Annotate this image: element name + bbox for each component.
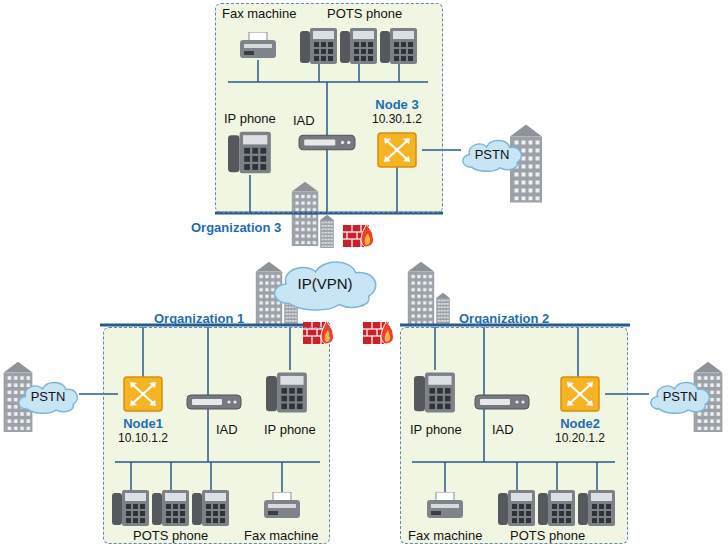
switch-icon bbox=[377, 132, 417, 168]
cloud-label: PSTN bbox=[475, 147, 510, 162]
switch-icon bbox=[560, 376, 600, 412]
ip-phone-icon bbox=[414, 373, 455, 413]
ip-address: 10.10.1.2 bbox=[118, 431, 168, 446]
phone-icon bbox=[380, 28, 417, 64]
cloud-label: PSTN bbox=[663, 389, 698, 404]
cloud-label: PSTN bbox=[31, 389, 66, 404]
iad-icon bbox=[187, 395, 241, 409]
network-cloud: IP(VPN) bbox=[266, 255, 384, 311]
device-label: IAD bbox=[492, 422, 514, 437]
switch-icon bbox=[123, 376, 163, 412]
phone-icon bbox=[498, 490, 535, 526]
network-cloud: PSTN bbox=[14, 378, 82, 414]
node-name: Node2 bbox=[560, 416, 600, 431]
voice-node: Node 310.30.1.2 bbox=[372, 97, 422, 168]
org-grounds bbox=[103, 3, 628, 544]
building bbox=[436, 293, 450, 326]
buildings bbox=[4, 125, 723, 433]
organization-label: Organization 1 bbox=[154, 311, 244, 326]
phone-icon bbox=[538, 490, 575, 526]
lan-wires bbox=[115, 60, 615, 492]
iad-icon bbox=[475, 395, 529, 409]
device-label: Fax machine bbox=[408, 528, 482, 543]
device-label: IAD bbox=[293, 113, 315, 128]
network-cloud: PSTN bbox=[646, 378, 714, 414]
cloud-label: IP(VPN) bbox=[297, 275, 352, 292]
voice-node: Node110.10.1.2 bbox=[118, 376, 168, 446]
devices bbox=[112, 28, 615, 526]
iad-icon bbox=[299, 135, 355, 150]
backbone-bars bbox=[100, 213, 630, 325]
phone-icon bbox=[340, 28, 377, 64]
fax-icon bbox=[264, 492, 300, 518]
device-label: Fax machine bbox=[222, 6, 296, 21]
organization-label: Organization 3 bbox=[191, 220, 281, 235]
device-label: POTS phone bbox=[133, 528, 208, 543]
device-label: IAD bbox=[216, 422, 238, 437]
ip-address: 10.30.1.2 bbox=[372, 112, 422, 127]
phone-icon bbox=[578, 490, 615, 526]
ip-phone-icon bbox=[228, 132, 271, 174]
firewall-icon bbox=[343, 223, 374, 247]
trunk-line bbox=[422, 149, 461, 151]
organization-label: Organization 2 bbox=[459, 311, 549, 326]
organization-region: Organization 3Node 310.30.1.2 bbox=[215, 3, 443, 213]
voice-node: Node210.20.1.2 bbox=[555, 376, 605, 446]
fax-icon bbox=[427, 492, 463, 518]
device-label: IP phone bbox=[410, 422, 462, 437]
fax-icon bbox=[240, 32, 276, 58]
node-name: Node 3 bbox=[375, 97, 418, 112]
trunk-line bbox=[79, 393, 118, 395]
ip-address: 10.20.1.2 bbox=[555, 431, 605, 446]
ip-phone-icon bbox=[266, 373, 307, 413]
phone-icon bbox=[112, 490, 149, 526]
device-label: POTS phone bbox=[327, 6, 402, 21]
device-label: IP phone bbox=[264, 422, 316, 437]
network-cloud: PSTN bbox=[458, 136, 526, 172]
device-label: Fax machine bbox=[244, 528, 318, 543]
firewall-icon bbox=[363, 320, 394, 344]
device-label: IP phone bbox=[224, 111, 276, 126]
device-label: POTS phone bbox=[510, 528, 585, 543]
node-name: Node1 bbox=[123, 416, 163, 431]
phone-icon bbox=[192, 490, 229, 526]
building bbox=[320, 215, 334, 248]
phone-icon bbox=[152, 490, 189, 526]
firewall-icon bbox=[303, 320, 334, 344]
phone-icon bbox=[300, 28, 337, 64]
building bbox=[408, 262, 434, 326]
